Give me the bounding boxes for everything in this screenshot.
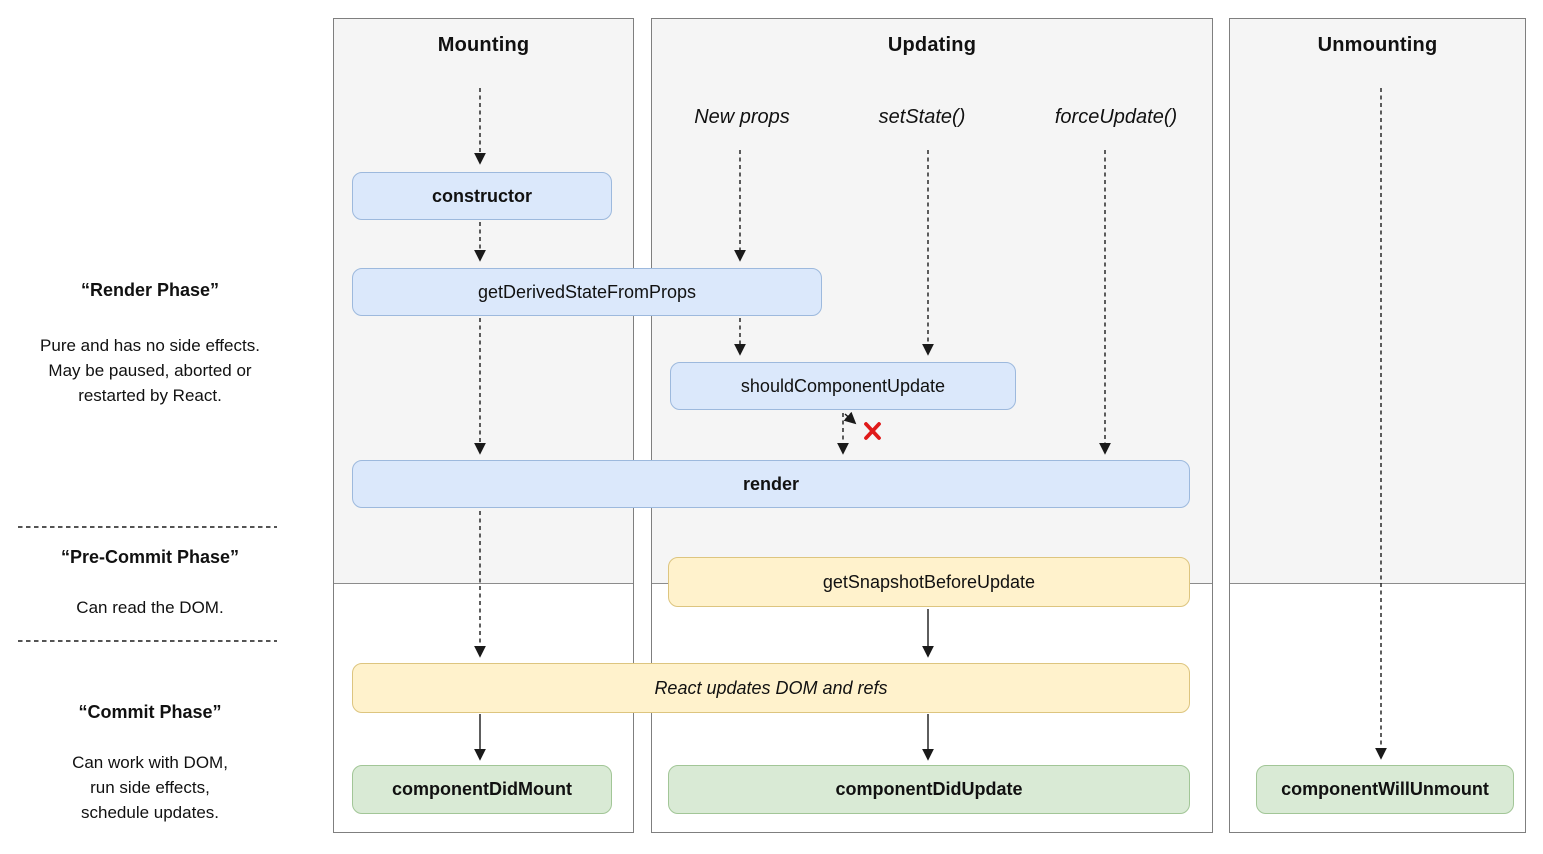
box-component-will-unmount: componentWillUnmount bbox=[1256, 765, 1514, 814]
render-phase-title: “Render Phase” bbox=[80, 280, 220, 300]
commit-phase-body: Can work with DOM, run side effects, sch… bbox=[72, 753, 228, 822]
column-title-mounting: Mounting bbox=[437, 34, 530, 56]
column-title-unmounting: Unmounting bbox=[1317, 34, 1438, 56]
box-constructor: constructor bbox=[352, 172, 612, 220]
commit-phase-title: “Commit Phase” bbox=[78, 702, 222, 722]
box-component-did-mount: componentDidMount bbox=[352, 765, 612, 814]
box-component-did-update-label: componentDidUpdate bbox=[835, 779, 1023, 799]
trigger-set-state: setState() bbox=[878, 106, 966, 128]
column-title-updating: Updating bbox=[887, 34, 977, 56]
box-get-snapshot-before-update-label: getSnapshotBeforeUpdate bbox=[822, 571, 1036, 592]
box-react-updates-dom-label: React updates DOM and refs bbox=[654, 677, 888, 698]
render-phase-shade-unmounting bbox=[1230, 19, 1525, 584]
box-constructor-label: constructor bbox=[431, 185, 532, 206]
pre-commit-phase-title: “Pre-Commit Phase” bbox=[60, 547, 240, 567]
box-should-component-update-label: shouldComponentUpdate bbox=[740, 375, 946, 396]
box-component-did-update: componentDidUpdate bbox=[668, 765, 1190, 814]
box-component-will-unmount-label: componentWillUnmount bbox=[1281, 779, 1489, 799]
box-render: render bbox=[352, 460, 1190, 508]
box-component-did-mount-label: componentDidMount bbox=[392, 779, 572, 799]
column-unmounting: Unmounting bbox=[1229, 18, 1526, 833]
pre-commit-phase-body: Can read the DOM. bbox=[76, 598, 224, 617]
box-get-snapshot-before-update: getSnapshotBeforeUpdate bbox=[668, 557, 1190, 607]
box-get-derived-state-from-props: getDerivedStateFromProps bbox=[352, 268, 822, 316]
render-phase-body: Pure and has no side effects. May be pau… bbox=[40, 336, 260, 405]
box-render-label: render bbox=[742, 473, 800, 494]
trigger-new-props: New props bbox=[694, 106, 790, 128]
box-get-derived-state-from-props-label: getDerivedStateFromProps bbox=[477, 281, 697, 302]
trigger-force-update: forceUpdate() bbox=[1054, 106, 1178, 128]
box-react-updates-dom: React updates DOM and refs bbox=[352, 663, 1190, 713]
box-should-component-update: shouldComponentUpdate bbox=[670, 362, 1016, 410]
